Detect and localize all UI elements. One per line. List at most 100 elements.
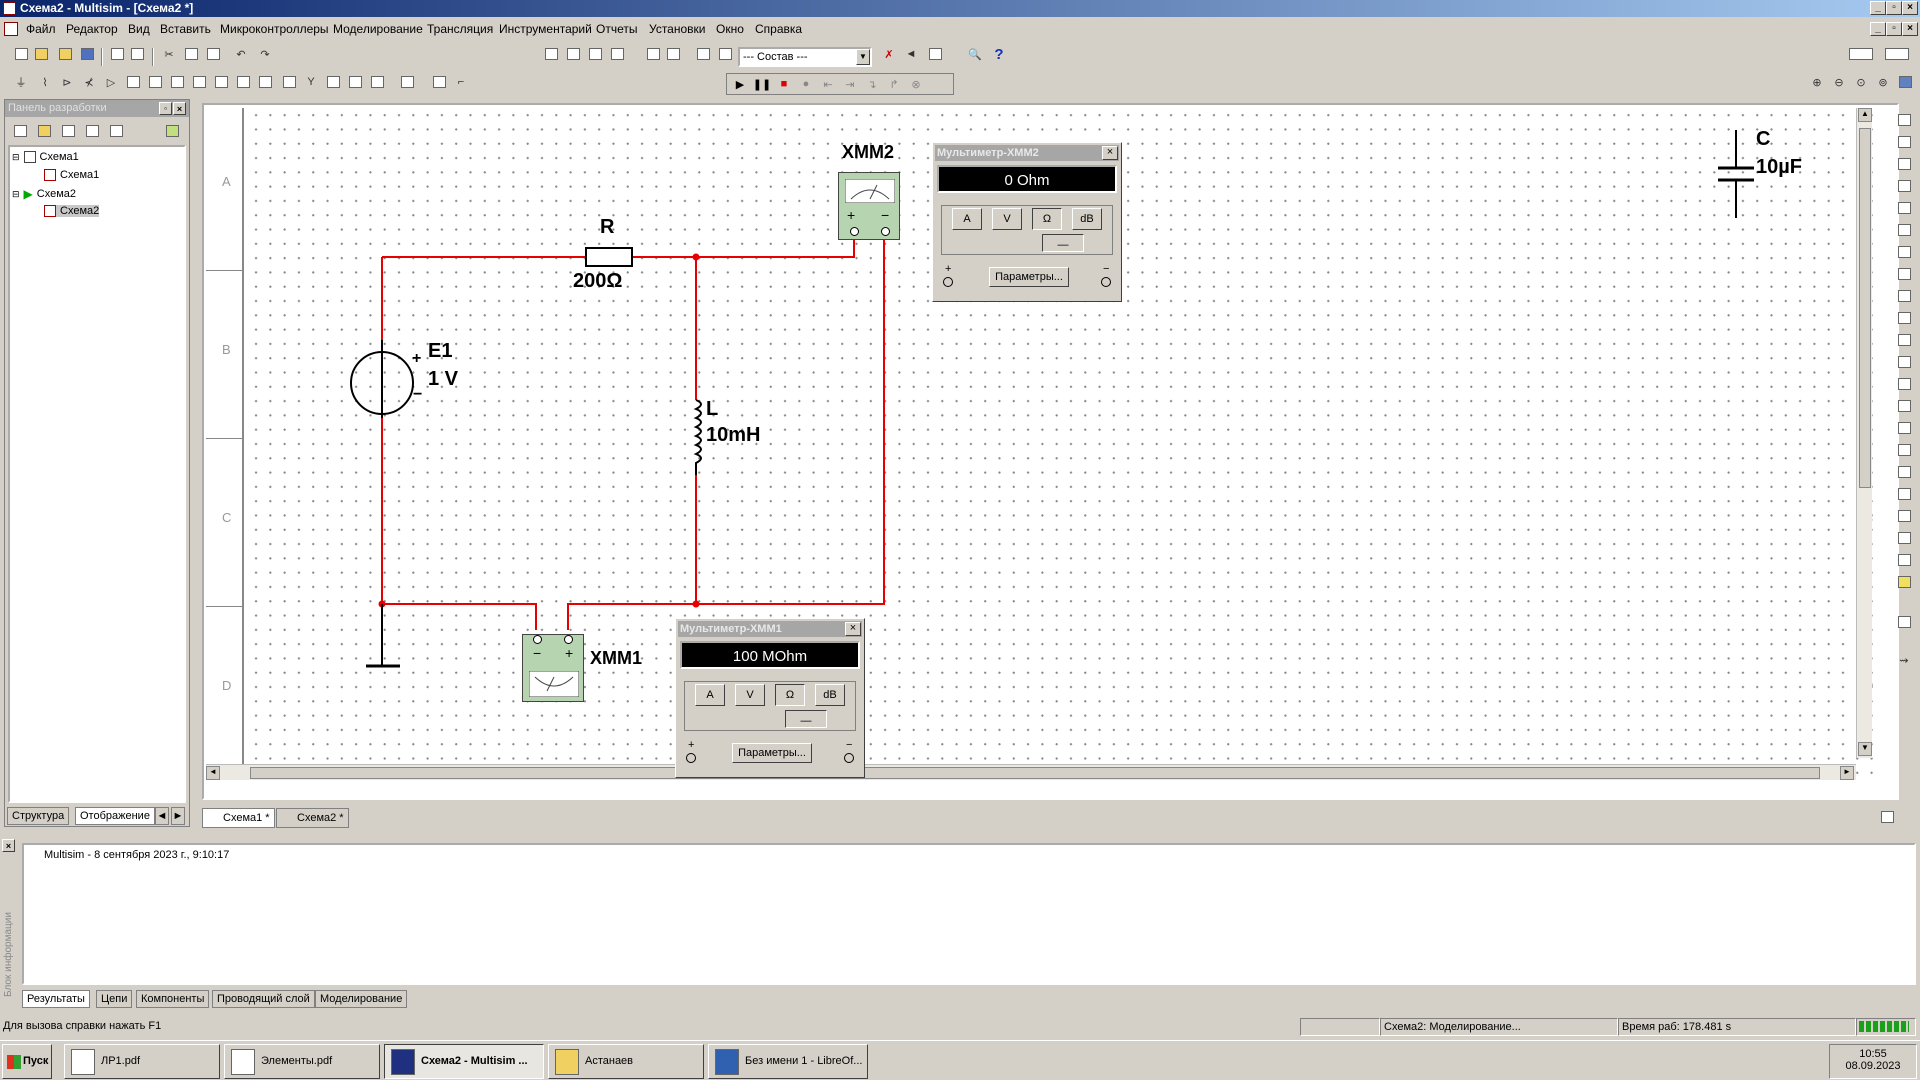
open-sample-icon[interactable] (56, 45, 74, 63)
logic-converter-icon[interactable] (1895, 287, 1913, 305)
power-icon[interactable] (234, 73, 252, 91)
spectrum-analyzer-icon[interactable] (1895, 375, 1913, 393)
tab-schema1[interactable]: Схема1 * (202, 808, 275, 828)
bus-icon[interactable] (430, 73, 448, 91)
mode-v-button[interactable]: V (992, 208, 1022, 230)
doc-close-button[interactable]: × (1902, 22, 1918, 36)
vertical-scrollbar[interactable]: ▲ ▼ (1856, 108, 1872, 758)
analog-icon[interactable]: ▷ (106, 76, 116, 89)
tab-copper-layers[interactable]: Проводящий слой (212, 990, 315, 1008)
design-toolbox-icon[interactable] (542, 45, 560, 63)
tab-structure[interactable]: Структура (7, 807, 70, 825)
task-astanaev-folder[interactable]: Астанаев (548, 1044, 704, 1079)
basic-icon[interactable]: ⌇ (42, 76, 48, 89)
run-icon[interactable]: ▶ (735, 78, 745, 91)
mode-ohm-button[interactable]: Ω (1032, 208, 1062, 230)
mode-a-button[interactable]: A (695, 684, 725, 706)
diode-icon[interactable]: ⊳ (62, 76, 72, 89)
redo-icon[interactable]: ↷ (260, 48, 270, 61)
wattmeter-icon[interactable] (1895, 155, 1913, 173)
panel-pin-button[interactable]: ▫ (159, 102, 172, 115)
menu-tools[interactable]: Инструментарий (499, 22, 592, 36)
menu-view[interactable]: Вид (128, 22, 150, 36)
print-icon[interactable] (108, 45, 126, 63)
backannotate-icon[interactable] (716, 45, 734, 63)
iv-analyzer-icon[interactable] (1895, 331, 1913, 349)
zoom-out-icon[interactable]: ⊖ (1834, 76, 1844, 89)
help-icon[interactable]: ? (994, 45, 1004, 63)
scroll-down-icon[interactable]: ▼ (1858, 742, 1872, 756)
logic-analyzer-icon[interactable] (1895, 309, 1913, 327)
tab-options-icon[interactable] (1878, 808, 1896, 826)
pause-icon[interactable]: ❚❚ (752, 78, 772, 91)
terminal-dot[interactable] (686, 753, 696, 763)
tab-simulation[interactable]: Моделирование (315, 990, 408, 1008)
task-multisim[interactable]: Схема2 - Multisim ... (384, 1044, 544, 1079)
multimeter-xmm1-symbol[interactable]: − + (522, 634, 584, 702)
vertical-scroll-thumb[interactable] (1859, 128, 1871, 488)
transistor-icon[interactable]: ⊀ (84, 76, 94, 89)
tree-node-schema1[interactable]: ⊟ Схема1 (12, 151, 79, 163)
close-all-icon[interactable] (107, 122, 125, 140)
step-icon[interactable]: ⇤ (823, 78, 833, 91)
cmos-icon[interactable] (146, 73, 164, 91)
menu-options[interactable]: Установки (649, 22, 706, 36)
database-icon[interactable] (586, 45, 604, 63)
menu-mcu[interactable]: Микроконтроллеры (220, 22, 329, 36)
results-close-button[interactable]: × (2, 839, 15, 852)
tree-leaf-schema1[interactable]: Схема1 (44, 169, 99, 181)
step-into-icon[interactable]: ⇥ (845, 78, 855, 91)
probe-settings-icon[interactable] (1895, 613, 1913, 631)
agilent-gen-icon[interactable] (1895, 419, 1913, 437)
terminal-dot[interactable] (943, 277, 953, 287)
open-icon[interactable] (32, 45, 50, 63)
inductor-ref[interactable]: L (706, 398, 719, 420)
doc-minimize-button[interactable]: _ (1870, 22, 1886, 36)
dc-mode-button[interactable]: — (1042, 234, 1084, 252)
resistor-value[interactable]: 200Ω (573, 270, 623, 292)
tab-schema2[interactable]: Схема2 * (276, 808, 349, 828)
expand-icon[interactable]: ⊟ (12, 188, 20, 199)
view-icon[interactable] (1846, 45, 1876, 63)
scroll-right-icon[interactable]: ► (1840, 766, 1854, 780)
menu-simulate[interactable]: Моделирование (333, 22, 423, 36)
electromech-icon[interactable] (324, 73, 342, 91)
remove-bp-icon[interactable]: ⊗ (911, 78, 921, 91)
distortion-analyzer-icon[interactable] (1895, 353, 1913, 371)
save-file-icon[interactable] (59, 122, 77, 140)
open-file-icon[interactable] (35, 122, 53, 140)
step-out-icon[interactable]: ↱ (889, 78, 899, 91)
mode-a-button[interactable]: A (952, 208, 982, 230)
elvis-icon[interactable] (1895, 529, 1913, 547)
rf-icon[interactable]: Y (307, 76, 315, 88)
terminal-dot[interactable] (850, 227, 859, 236)
network-analyzer-icon[interactable] (1895, 397, 1913, 415)
menu-transfer[interactable]: Трансляция (427, 22, 494, 36)
mode-db-button[interactable]: dB (1072, 208, 1102, 230)
agilent-mm-icon[interactable] (1895, 441, 1913, 459)
menu-file[interactable]: Файл (26, 22, 56, 36)
scroll-left-icon[interactable]: ◄ (206, 766, 220, 780)
misc-icon[interactable] (256, 73, 274, 91)
agilent-scope-icon[interactable] (1895, 463, 1913, 481)
misc-digital-icon[interactable] (168, 73, 186, 91)
frequency-counter-icon[interactable] (1895, 243, 1913, 261)
print-preview-icon[interactable] (128, 45, 146, 63)
doc-restore-button[interactable]: ▫ (1886, 22, 1902, 36)
four-channel-scope-icon[interactable] (1895, 199, 1913, 217)
save-icon[interactable] (78, 45, 96, 63)
tree-leaf-schema2[interactable]: Схема2 (44, 205, 100, 217)
bode-plotter-icon[interactable] (1895, 221, 1913, 239)
place-hb-icon[interactable] (398, 73, 416, 91)
voltage-probe-icon[interactable] (1895, 573, 1913, 591)
grapher-icon[interactable] (608, 45, 626, 63)
postprocessor-icon[interactable] (664, 45, 682, 63)
back-icon[interactable]: ◄ (905, 48, 917, 60)
labview-icon[interactable] (1895, 507, 1913, 525)
probe-icon[interactable]: ✗ (884, 48, 894, 61)
copy-icon[interactable] (182, 45, 200, 63)
spreadsheet-icon[interactable] (564, 45, 582, 63)
resistor-ref[interactable]: R (600, 216, 615, 238)
step-over-icon[interactable]: ↴ (867, 78, 877, 91)
pause-sim-icon[interactable] (1882, 45, 1912, 63)
